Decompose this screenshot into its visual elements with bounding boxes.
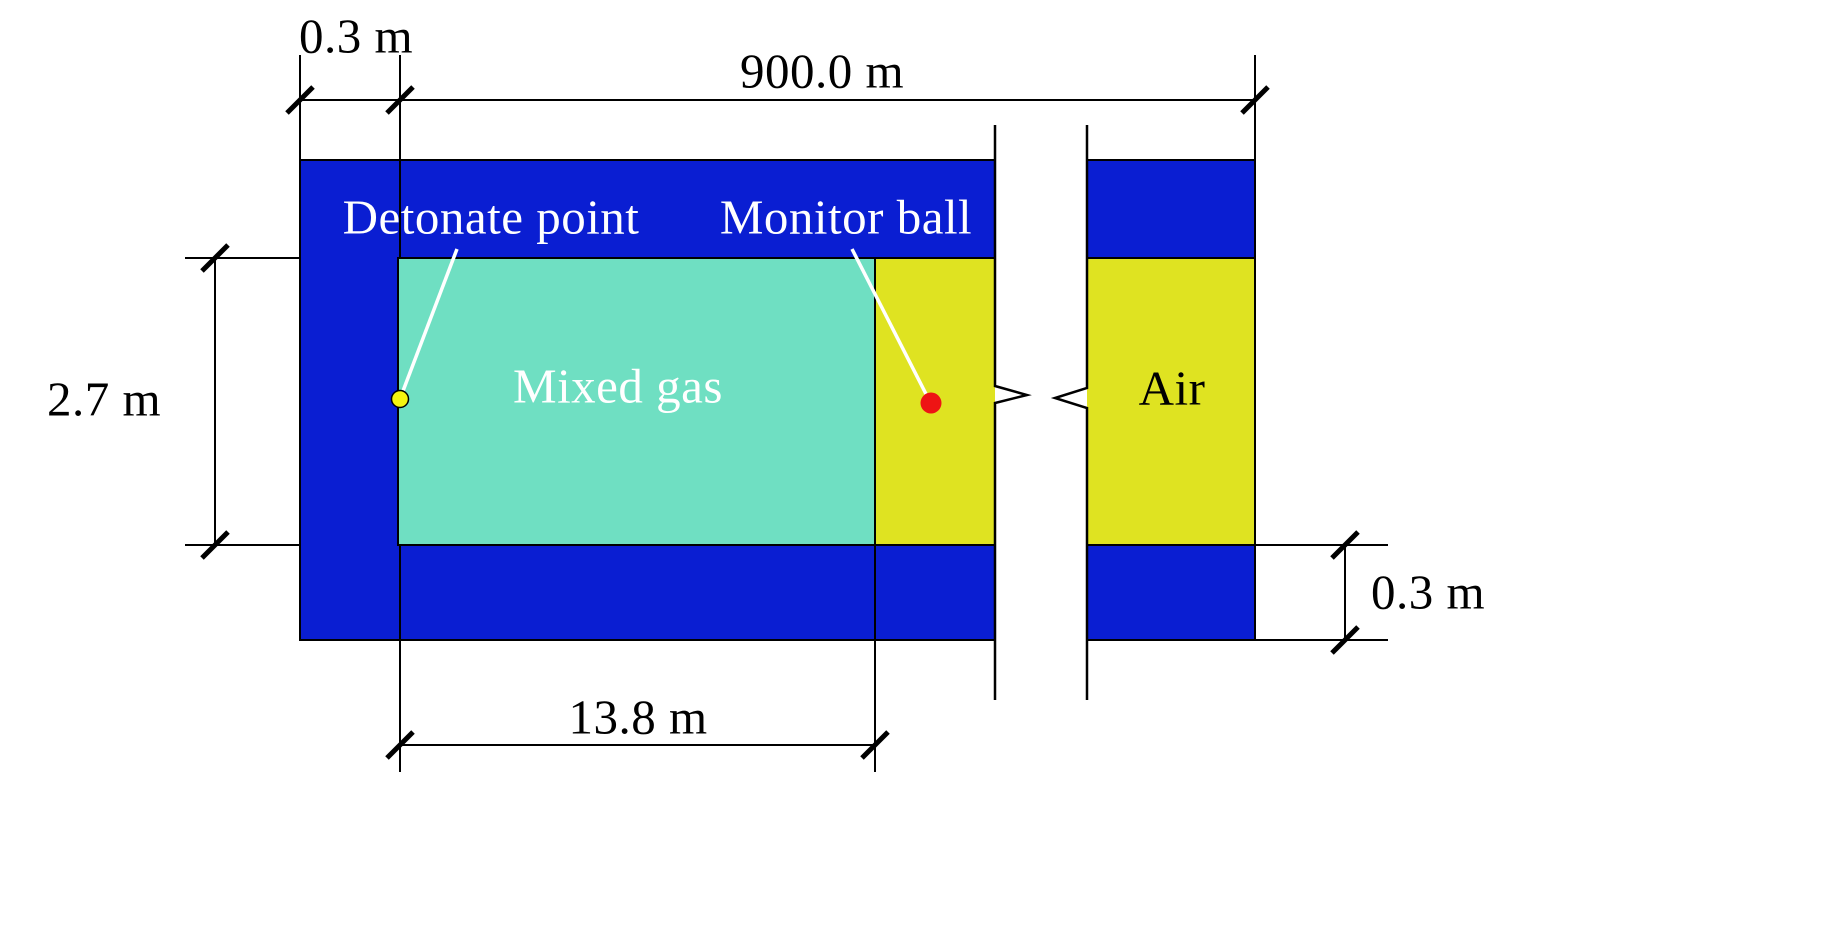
tick-right-bottom bbox=[1330, 625, 1360, 655]
tick-right-top bbox=[1330, 530, 1360, 560]
left-block-outline bbox=[299, 159, 995, 641]
break-line-left bbox=[993, 125, 1032, 700]
tick-bottom-1 bbox=[385, 730, 415, 760]
detonate-point-marker bbox=[390, 389, 410, 409]
cavity-outline-right bbox=[1087, 257, 1255, 546]
air-label: Air bbox=[1138, 360, 1206, 416]
monitor-leader-line bbox=[850, 248, 928, 395]
dim-label-wall-top: 0.3 m bbox=[298, 8, 414, 64]
tick-top-2 bbox=[385, 85, 415, 115]
dim-label-wall-right: 0.3 m bbox=[1370, 564, 1486, 620]
tunnel-body bbox=[300, 160, 1255, 640]
leader-lines bbox=[401, 248, 928, 395]
monitor-ball-label: Monitor ball bbox=[719, 189, 973, 245]
tick-bottom-2 bbox=[860, 730, 890, 760]
right-block-outline bbox=[1087, 159, 1256, 641]
detonate-leader-line bbox=[401, 248, 459, 392]
detonate-point-label: Detonate point bbox=[342, 189, 640, 245]
air-region-right bbox=[1087, 258, 1255, 545]
mixed-gas-label: Mixed gas bbox=[513, 358, 723, 414]
dim-label-total-length: 900.0 m bbox=[739, 43, 905, 99]
break-lines bbox=[993, 125, 1089, 700]
tick-left-bottom bbox=[200, 530, 230, 560]
tick-top-1 bbox=[285, 85, 315, 115]
dimension-lines bbox=[185, 55, 1388, 772]
break-line-right bbox=[1050, 125, 1089, 700]
dimension-ticks bbox=[200, 85, 1360, 760]
tick-left-top bbox=[200, 243, 230, 273]
tick-top-3 bbox=[1240, 85, 1270, 115]
dim-label-gas-zone-length: 13.8 m bbox=[568, 689, 708, 745]
mixed-gas-region bbox=[398, 258, 875, 545]
dim-label-tunnel-height: 2.7 m bbox=[46, 371, 162, 427]
monitor-ball-marker bbox=[920, 392, 942, 414]
